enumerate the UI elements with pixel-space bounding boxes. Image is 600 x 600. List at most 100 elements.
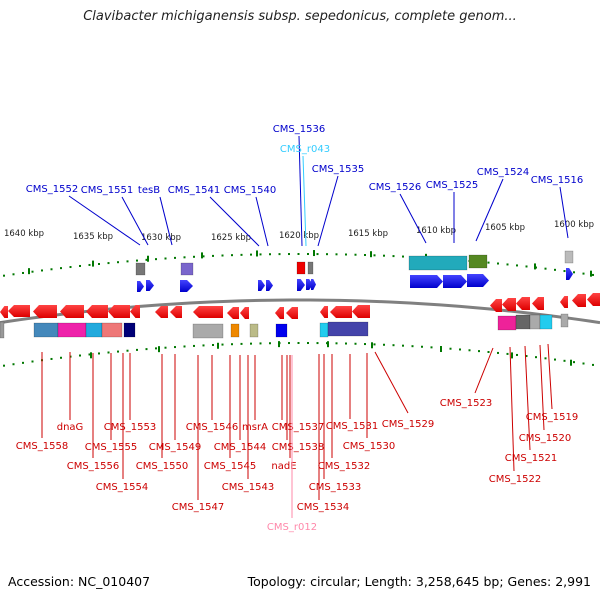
reverse-gene-arrow[interactable] [86, 305, 108, 318]
reverse-gene-label[interactable]: CMS_1532 [318, 461, 370, 472]
reverse-gene-arrow[interactable] [0, 306, 8, 318]
reverse-gene-arrow[interactable] [352, 305, 370, 318]
reverse-gene-label[interactable]: CMS_1555 [85, 442, 137, 453]
reverse-gene-arrow[interactable] [502, 298, 516, 311]
reverse-gene-arrow[interactable] [330, 306, 352, 318]
reverse-gene-label[interactable]: CMS_1537 [272, 422, 324, 433]
forward-gene-arrow[interactable] [306, 279, 313, 290]
reverse-gene-arrow[interactable] [320, 306, 328, 318]
bottom-tick-dot [202, 344, 205, 347]
reverse-gene-label[interactable]: dnaG [57, 422, 84, 433]
reverse-gene-arrow[interactable] [33, 305, 57, 318]
top-tick-dot [107, 262, 110, 265]
reverse-gene-arrow[interactable] [490, 299, 502, 312]
forward-gene-arrow[interactable] [467, 274, 489, 287]
reverse-gene-label[interactable]: CMS_1534 [297, 502, 349, 513]
reverse-gene-label[interactable]: CMS_1550 [136, 461, 188, 472]
forward-gene-arrow[interactable] [146, 280, 154, 291]
reverse-gene-arrow[interactable] [587, 293, 600, 306]
reverse-gene-label[interactable]: CMS_1547 [172, 502, 224, 513]
reverse-gene-label[interactable]: CMS_1538 [272, 442, 324, 453]
forward-gene-arrow[interactable] [566, 268, 573, 280]
top-tick-dot [573, 271, 575, 274]
reverse-gene-arrow[interactable] [227, 307, 239, 319]
top-tick-dot [383, 254, 385, 257]
reverse-gene-label[interactable]: CMS_1558 [16, 441, 68, 452]
kbp-tick-label: 1600 kbp [554, 220, 594, 230]
forward-gene-label[interactable]: CMS_r043 [280, 144, 330, 155]
forward-gene-arrow[interactable] [180, 280, 193, 292]
reverse-gene-arrow[interactable] [8, 305, 30, 317]
reverse-gene-label[interactable]: CMS_1549 [149, 442, 201, 453]
kbp-tick-label: 1605 kbp [485, 223, 525, 233]
reverse-gene-label[interactable]: CMS_1519 [526, 412, 578, 423]
forward-gene-label[interactable]: tesB [138, 185, 160, 196]
reverse-gene-arrow[interactable] [170, 306, 182, 318]
forward-gene-arrow[interactable] [410, 275, 443, 288]
reverse-gene-arrow[interactable] [516, 297, 530, 310]
forward-gene-label[interactable]: CMS_1536 [273, 124, 325, 135]
top-tick-dot [136, 259, 138, 262]
reverse-gene-label[interactable]: CMS_1553 [104, 422, 156, 433]
forward-gene-label[interactable]: CMS_1526 [369, 182, 421, 193]
reverse-gene-label[interactable]: CMS_1530 [343, 441, 395, 452]
reverse-gene-arrow[interactable] [193, 306, 223, 318]
forward-gene-label[interactable]: CMS_1541 [168, 185, 220, 196]
bottom-tick-dot [50, 357, 53, 360]
reverse-gene-label[interactable]: CMS_1529 [382, 419, 434, 430]
reverse-gene-arrow[interactable] [108, 305, 130, 318]
top-tick-dot [183, 256, 186, 259]
forward-gene-arrow[interactable] [258, 280, 265, 291]
reverse-gene-arrow[interactable] [130, 305, 140, 318]
reverse-gene-label[interactable]: CMS_1522 [489, 474, 541, 485]
reverse-gene-label[interactable]: CMS_1545 [204, 461, 256, 472]
forward-gene-arrow[interactable] [137, 281, 144, 292]
reverse-gene-label[interactable]: msrA [242, 422, 268, 433]
forward-gene-label[interactable]: CMS_1516 [531, 175, 583, 186]
reverse-gene-arrow[interactable] [240, 307, 249, 319]
reverse-gene-arrow[interactable] [532, 297, 544, 310]
reverse-gene-label[interactable]: CMS_1544 [214, 442, 266, 453]
bottom-tick-dot [335, 342, 338, 345]
bottom-tick-dot [155, 347, 157, 350]
forward-gene-label[interactable]: CMS_1535 [312, 164, 364, 175]
reverse-gene-arrow[interactable] [275, 307, 284, 319]
reverse-gene-arrow[interactable] [572, 294, 586, 307]
reverse-gene-label[interactable]: CMS_r012 [267, 522, 317, 533]
bottom-tick-dot [269, 342, 271, 345]
forward-gene-label[interactable]: CMS_1524 [477, 167, 529, 178]
forward-gene-arrow[interactable] [443, 275, 467, 288]
feature-box [85, 322, 103, 338]
reverse-gene-label[interactable]: CMS_1546 [186, 422, 238, 433]
reverse-gene-label[interactable]: CMS_1556 [67, 461, 119, 472]
reverse-gene-arrow[interactable] [560, 296, 568, 308]
bottom-tick-dot [354, 342, 357, 345]
bottom-major-tick [90, 352, 92, 359]
forward-gene-label[interactable]: CMS_1552 [26, 184, 78, 195]
top-tick-dot [202, 255, 205, 258]
forward-gene-arrow[interactable] [311, 279, 316, 290]
reverse-gene-label[interactable]: CMS_1531 [326, 421, 378, 432]
reverse-gene-label[interactable]: CMS_1533 [309, 482, 361, 493]
forward-gene-arrow[interactable] [266, 280, 273, 291]
reverse-gene-label[interactable]: CMS_1520 [519, 433, 571, 444]
forward-gene-label[interactable]: CMS_1551 [81, 185, 133, 196]
reverse-gene-arrow[interactable] [286, 307, 298, 319]
forward-gene-label[interactable]: CMS_1540 [224, 185, 276, 196]
feature-box [529, 314, 541, 330]
reverse-gene-arrow[interactable] [60, 305, 84, 318]
reverse-gene-label[interactable]: CMS_1554 [96, 482, 148, 493]
topology-text: Topology: circular; Length: 3,258,645 bp… [247, 574, 591, 589]
reverse-gene-label[interactable]: CMS_1521 [505, 453, 557, 464]
reverse-gene-label[interactable]: CMS_1523 [440, 398, 492, 409]
feature-box [327, 321, 369, 337]
reverse-gene-label[interactable]: nadE [271, 461, 296, 472]
top-tick-dot [69, 266, 72, 269]
kbp-tick-label: 1635 kbp [73, 232, 113, 242]
accession-text: Accession: NC_010407 [8, 574, 151, 589]
forward-gene-label[interactable]: CMS_1525 [426, 180, 478, 191]
reverse-gene-arrow[interactable] [155, 306, 168, 318]
reverse-gene-label[interactable]: CMS_1543 [222, 482, 274, 493]
top-tick-dot [231, 254, 233, 257]
forward-gene-arrow[interactable] [297, 279, 305, 291]
